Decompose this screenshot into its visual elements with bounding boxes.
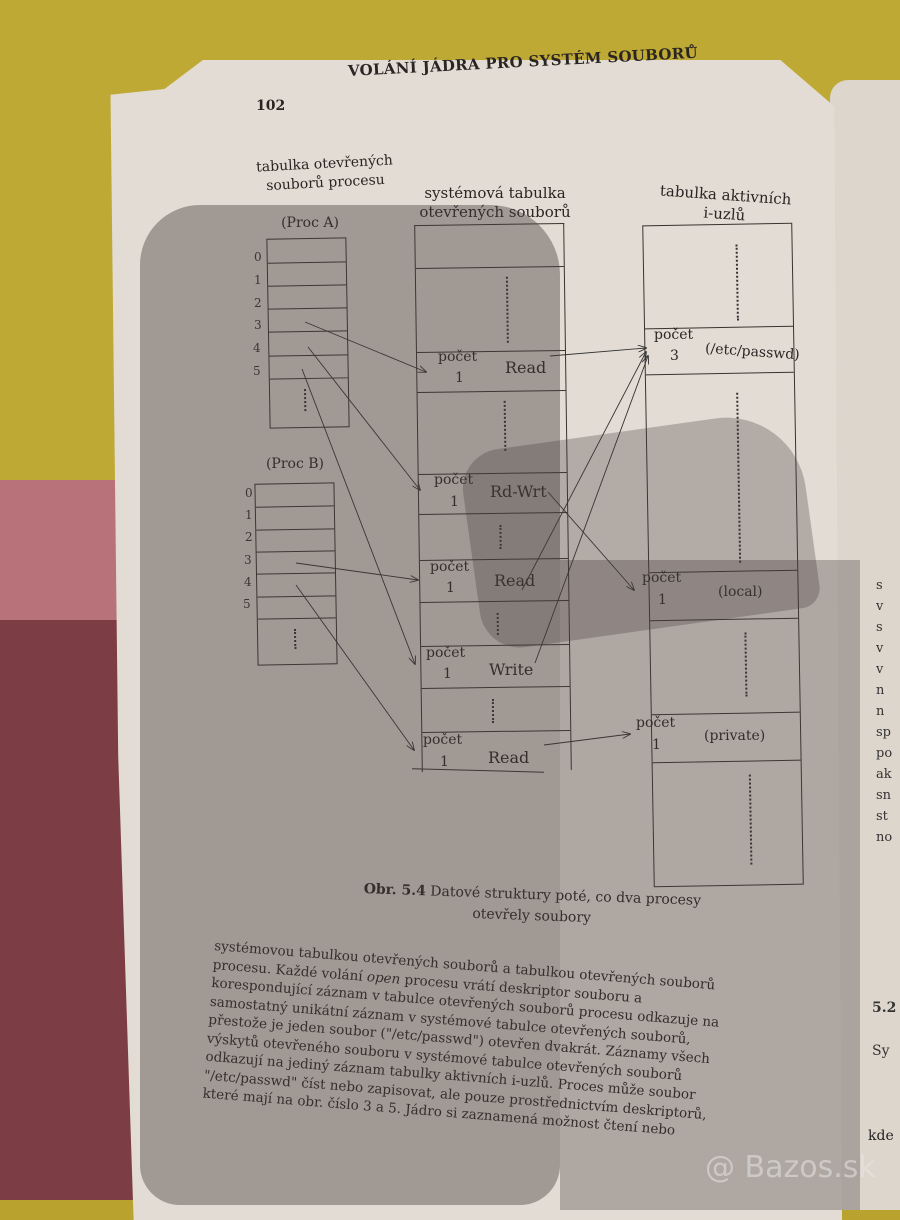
fd-index: 4 [244, 575, 252, 589]
facing-page-line: Sy [872, 1043, 890, 1059]
fd-index: 3 [244, 553, 252, 567]
watermark: @ Bazos.sk [705, 1150, 876, 1185]
facing-page-text: s v s v v n n sp po ak sn st no [876, 578, 893, 845]
fd-index: 0 [245, 486, 253, 500]
page-number: 102 [256, 98, 286, 114]
book-page [110, 60, 842, 1220]
facing-page [830, 80, 900, 1210]
fd-index: 3 [254, 318, 262, 332]
fd-index: 1 [245, 508, 253, 522]
row-divider [645, 371, 794, 376]
hand-shadow [560, 560, 860, 1210]
fd-index: 0 [254, 250, 262, 264]
fd-index: 5 [243, 597, 251, 611]
fd-index: 1 [254, 273, 262, 287]
facing-page-bottom-word: kde [868, 1128, 894, 1144]
facing-page-section-head: 5.2 [872, 1000, 897, 1016]
fd-index: 2 [254, 296, 262, 310]
fd-index: 5 [253, 364, 261, 378]
fd-index: 2 [245, 530, 253, 544]
proc-a-label: (Proc A) [281, 215, 339, 231]
file-table-label: systémová tabulka otevřených souborů [419, 184, 571, 221]
ellipsis-dots [735, 244, 741, 321]
hand-shadow [140, 205, 560, 1205]
fd-index: 4 [253, 341, 261, 355]
